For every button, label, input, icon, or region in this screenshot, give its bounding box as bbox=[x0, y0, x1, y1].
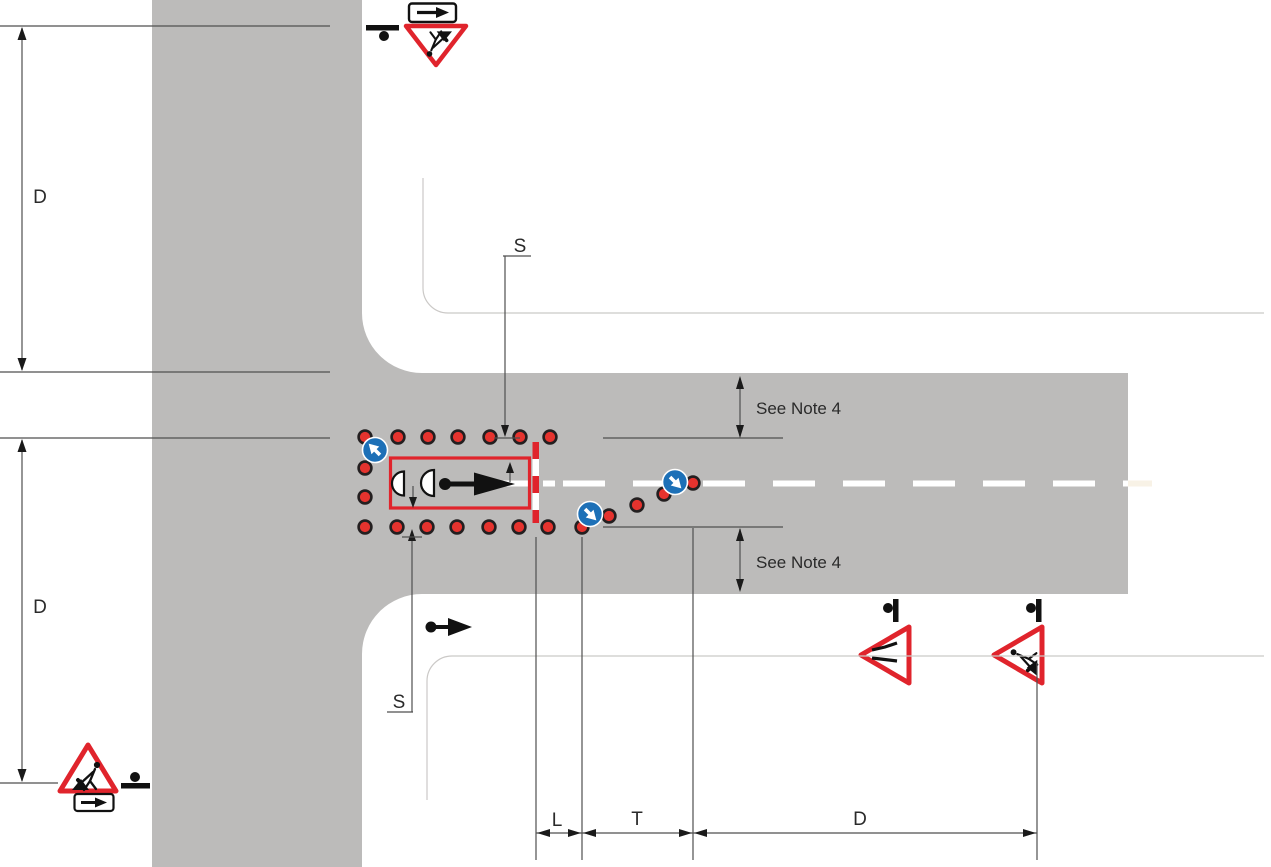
kerb-lines bbox=[422, 178, 1264, 800]
sign-post-icon bbox=[1026, 599, 1042, 622]
traffic-cone bbox=[449, 519, 465, 535]
works-area-boundary bbox=[388, 456, 532, 510]
center-line-dash bbox=[843, 480, 885, 487]
center-line-dash bbox=[563, 480, 605, 487]
sign-post-icon bbox=[366, 25, 399, 41]
red-white-barrier bbox=[532, 442, 539, 523]
road-narrows-warning-triangle-icon bbox=[858, 624, 912, 686]
keep-left-disc-sign bbox=[576, 500, 604, 528]
traffic-cone bbox=[389, 519, 405, 535]
dimension-label-d: D bbox=[33, 597, 47, 618]
traffic-cone bbox=[629, 497, 645, 513]
dimension-d-bottom: D bbox=[0, 437, 330, 784]
kerb-line-top bbox=[422, 178, 1264, 314]
s-label: S bbox=[514, 236, 527, 257]
dimension-label-d: D bbox=[853, 809, 867, 830]
works-vehicle-icon bbox=[419, 468, 436, 498]
traffic-cone bbox=[390, 429, 406, 445]
road-surface bbox=[152, 0, 1128, 867]
traffic-cone bbox=[601, 508, 617, 524]
traffic-cones bbox=[357, 429, 701, 535]
sign-post-icon bbox=[883, 599, 899, 622]
traffic-cone bbox=[357, 460, 373, 476]
traffic-direction-arrow-icon bbox=[425, 618, 472, 636]
traffic-direction-arrow-icon bbox=[439, 472, 515, 496]
advance-signs-right bbox=[858, 599, 1045, 686]
center-line-dash bbox=[1128, 480, 1152, 487]
center-line-dash bbox=[913, 480, 955, 487]
traffic-cone bbox=[512, 429, 528, 445]
center-line-dash bbox=[773, 480, 815, 487]
s-label: S bbox=[393, 692, 406, 713]
see-note-4-bottom: See Note 4 bbox=[603, 526, 841, 592]
see-note-label: See Note 4 bbox=[756, 399, 841, 418]
kerb-line-bottom bbox=[426, 655, 1264, 800]
dimension-label-d: D bbox=[33, 187, 47, 208]
roads bbox=[152, 0, 1128, 867]
advance-sign-top bbox=[366, 2, 469, 68]
s-annotation-bottom: S bbox=[387, 529, 422, 713]
center-line-dash bbox=[1053, 480, 1095, 487]
barrier-stripe-white bbox=[532, 459, 539, 476]
dimension-label-l: L bbox=[552, 810, 563, 831]
traffic-cone bbox=[357, 489, 373, 505]
dimension-label-t: T bbox=[631, 809, 643, 830]
traffic-cone bbox=[481, 519, 497, 535]
center-line-dash bbox=[543, 480, 555, 487]
traffic-cone bbox=[450, 429, 466, 445]
barrier-stripe-red bbox=[532, 510, 539, 523]
barrier-stripe-white bbox=[532, 493, 539, 510]
traffic-cone bbox=[685, 475, 701, 491]
keep-left-disc-sign bbox=[361, 436, 389, 464]
roadworks-warning-triangle-icon bbox=[57, 742, 119, 794]
traffic-cone bbox=[511, 519, 527, 535]
center-line-dash bbox=[633, 480, 677, 487]
traffic-cone bbox=[420, 429, 436, 445]
safety-zone-arrow-up-icon bbox=[506, 462, 514, 482]
traffic-cone bbox=[540, 519, 556, 535]
safety-zone-arrow-down-icon bbox=[409, 486, 417, 508]
traffic-cone bbox=[542, 429, 558, 445]
see-note-label: See Note 4 bbox=[756, 553, 841, 572]
barrier-stripe-red bbox=[532, 476, 539, 493]
dimension-chain-bottom: L T D bbox=[535, 528, 1038, 860]
center-line-dash bbox=[1123, 480, 1128, 487]
works-area bbox=[388, 456, 532, 510]
traffic-cone bbox=[357, 519, 373, 535]
works-vehicle-icon bbox=[390, 470, 406, 497]
annotations: D D S S bbox=[0, 25, 1038, 860]
traffic-cone bbox=[482, 429, 498, 445]
dimension-d-top: D bbox=[0, 25, 330, 373]
s-annotation-top: S bbox=[494, 236, 531, 439]
advance-sign-bottom-left bbox=[57, 742, 150, 813]
keep-left-disc-sign bbox=[661, 468, 689, 496]
sign-post-icon bbox=[121, 772, 150, 789]
barrier-stripe-red bbox=[532, 442, 539, 459]
traffic-cone bbox=[419, 519, 435, 535]
keep-left-signs bbox=[361, 436, 689, 528]
center-line-dash bbox=[703, 480, 745, 487]
see-note-4-top: See Note 4 bbox=[603, 376, 841, 439]
center-line-dash bbox=[983, 480, 1025, 487]
